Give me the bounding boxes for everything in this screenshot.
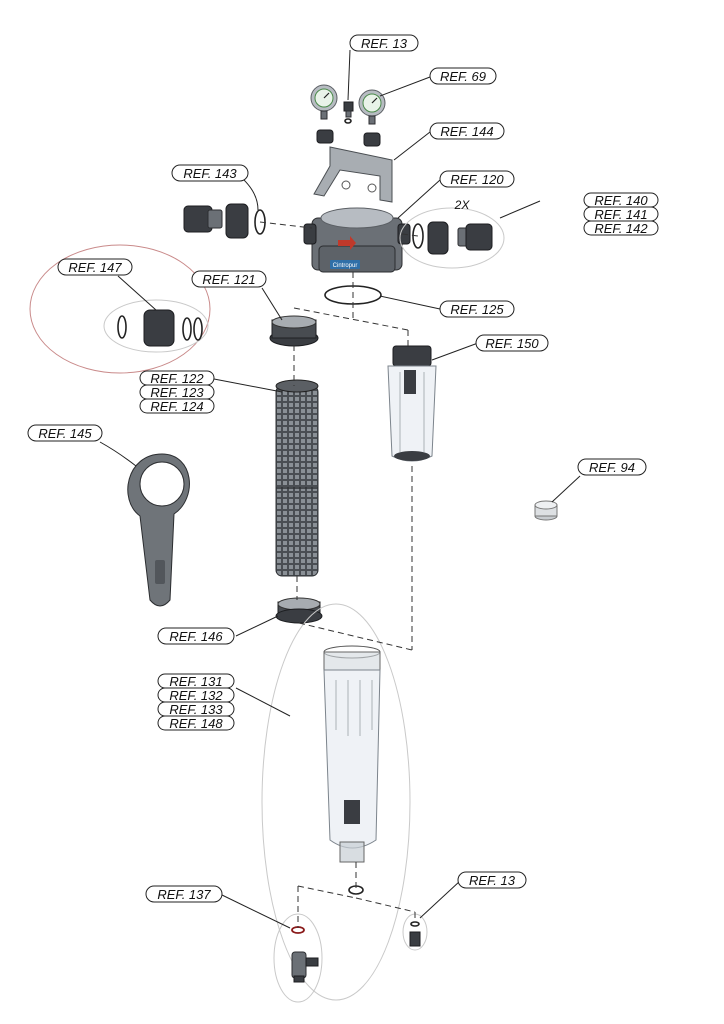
left-coupling-set <box>183 203 266 239</box>
svg-text:REF. 13: REF. 13 <box>469 873 516 888</box>
gauge-adapter-right <box>363 132 381 147</box>
svg-text:REF. 148: REF. 148 <box>169 716 223 731</box>
svg-text:REF. 131: REF. 131 <box>169 674 222 689</box>
svg-text:REF. 147: REF. 147 <box>68 260 122 275</box>
filter-head: Cintropur <box>303 207 411 273</box>
cartridge-bottom-collar <box>275 597 323 624</box>
right-coupling-set <box>412 221 493 255</box>
svg-text:REF. 69: REF. 69 <box>440 69 486 84</box>
arrow-right-icon <box>338 236 356 250</box>
label-ref-144: REF. 144 <box>429 122 505 140</box>
svg-text:REF. 120: REF. 120 <box>450 172 504 187</box>
label-ref-131: REF. 131 <box>157 673 235 689</box>
svg-text:REF. 124: REF. 124 <box>150 399 203 414</box>
label-ref-133: REF. 133 <box>157 701 235 717</box>
optional-kit-outline <box>29 244 211 374</box>
label-ref-142: REF. 142 <box>583 220 659 236</box>
drain-screw <box>409 921 421 947</box>
svg-text:REF. 133: REF. 133 <box>169 702 223 717</box>
label-ref-150: REF. 150 <box>475 334 549 352</box>
coupling-group-outline <box>399 207 505 269</box>
label-ref-122: REF. 122 <box>139 370 215 386</box>
svg-text:REF. 141: REF. 141 <box>594 207 647 222</box>
svg-text:REF. 142: REF. 142 <box>594 221 648 236</box>
brand-badge: Cintropur <box>333 263 358 269</box>
label-ref-125: REF. 125 <box>439 300 515 318</box>
svg-text:REF. 123: REF. 123 <box>150 385 204 400</box>
label-ref-143: REF. 143 <box>171 164 249 182</box>
gauge-adapter-left <box>316 129 334 144</box>
pressure-gauge-left <box>310 84 338 120</box>
label-ref-13-bottom: REF. 13 <box>457 871 527 889</box>
cartridge-top-collar <box>269 315 319 347</box>
label-ref-148: REF. 148 <box>157 715 235 731</box>
label-ref-13-top: REF. 13 <box>349 34 419 52</box>
label-ref-124: REF. 124 <box>139 398 215 414</box>
svg-text:REF. 140: REF. 140 <box>594 193 648 208</box>
screw-part <box>343 101 354 124</box>
svg-text:REF. 150: REF. 150 <box>485 336 539 351</box>
label-ref-147: REF. 147 <box>57 258 133 276</box>
housing-wrench <box>127 453 190 607</box>
label-ref-132: REF. 132 <box>157 687 235 703</box>
filter-cartridge <box>275 379 319 577</box>
svg-text:REF. 94: REF. 94 <box>589 460 635 475</box>
label-ref-121: REF. 121 <box>191 270 267 288</box>
label-ref-140: REF. 140 <box>583 192 659 208</box>
svg-text:REF. 125: REF. 125 <box>450 302 504 317</box>
pressure-gauge-right <box>358 89 386 125</box>
svg-text:REF. 143: REF. 143 <box>183 166 237 181</box>
svg-text:REF. 132: REF. 132 <box>169 688 223 703</box>
svg-text:REF. 13: REF. 13 <box>361 36 408 51</box>
label-ref-137: REF. 137 <box>145 885 223 903</box>
svg-text:REF. 137: REF. 137 <box>157 887 211 902</box>
label-ref-123: REF. 123 <box>139 384 215 400</box>
leader-lines <box>99 49 581 929</box>
label-ref-141: REF. 141 <box>583 206 659 222</box>
label-ref-146: REF. 146 <box>157 627 235 645</box>
label-ref-120: REF. 120 <box>439 170 515 188</box>
mounting-bracket <box>313 146 393 203</box>
label-ref-94: REF. 94 <box>577 458 647 476</box>
svg-text:REF. 122: REF. 122 <box>150 371 204 386</box>
optional-connector <box>117 309 203 347</box>
drain-valve <box>291 926 319 983</box>
quantity-note: 2X <box>454 198 471 212</box>
svg-text:REF. 121: REF. 121 <box>202 272 255 287</box>
assembly-lines <box>259 221 419 928</box>
svg-text:REF. 146: REF. 146 <box>169 629 223 644</box>
label-ref-69: REF. 69 <box>429 67 497 85</box>
small-cap <box>534 500 558 521</box>
bowl-group-outline <box>261 603 411 1001</box>
svg-text:REF. 145: REF. 145 <box>38 426 92 441</box>
small-clear-bowl <box>387 345 437 462</box>
large-clear-bowl <box>323 645 381 863</box>
svg-text:REF. 144: REF. 144 <box>440 124 493 139</box>
label-ref-145: REF. 145 <box>27 424 103 442</box>
